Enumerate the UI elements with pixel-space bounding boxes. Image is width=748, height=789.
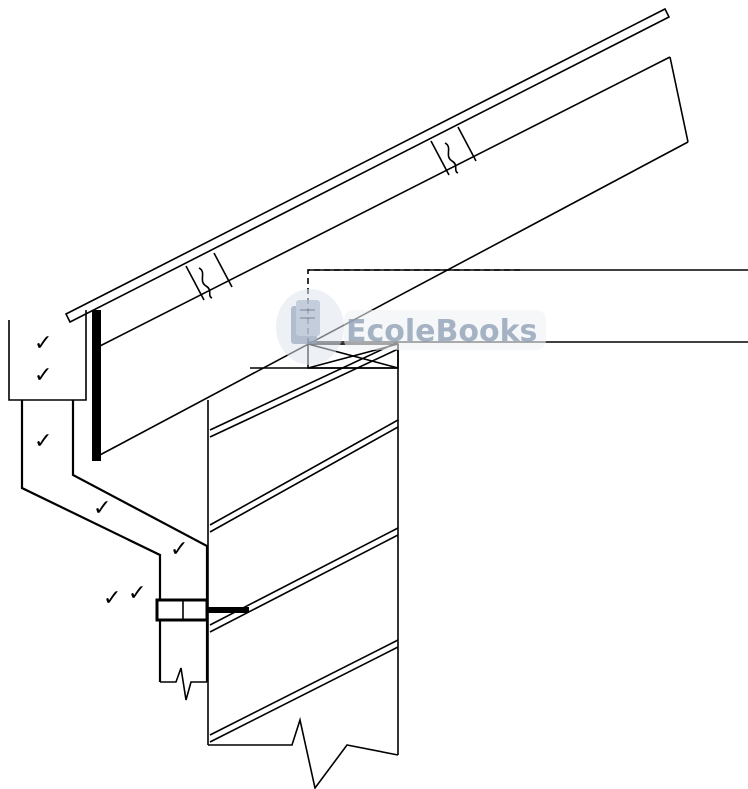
tick-mark: ✓ [34, 363, 52, 388]
pipe-bracket [155, 598, 249, 622]
tick-mark: ✓ [34, 331, 52, 356]
downpipe [20, 400, 209, 600]
purlin-left [185, 252, 233, 301]
watermark: EcoleBooks [276, 289, 546, 365]
wall-courses [209, 341, 399, 743]
tick-marks: ✓ ✓ ✓ ✓ ✓ ✓ ✓ [34, 331, 188, 611]
book-stack-icon [291, 300, 320, 344]
rafter [95, 56, 689, 457]
tick-mark: ✓ [34, 429, 52, 454]
tick-mark: ✓ [103, 586, 121, 611]
tick-mark: ✓ [93, 496, 111, 521]
purlin-right [430, 126, 477, 176]
tick-mark: ✓ [170, 537, 188, 562]
watermark-text: EcoleBooks [346, 314, 537, 349]
fascia-board [92, 310, 101, 461]
wall [207, 344, 399, 789]
downpipe-lower [158, 620, 209, 701]
gutter [8, 310, 87, 401]
roof-covering [64, 7, 671, 324]
tick-mark: ✓ [128, 581, 146, 606]
